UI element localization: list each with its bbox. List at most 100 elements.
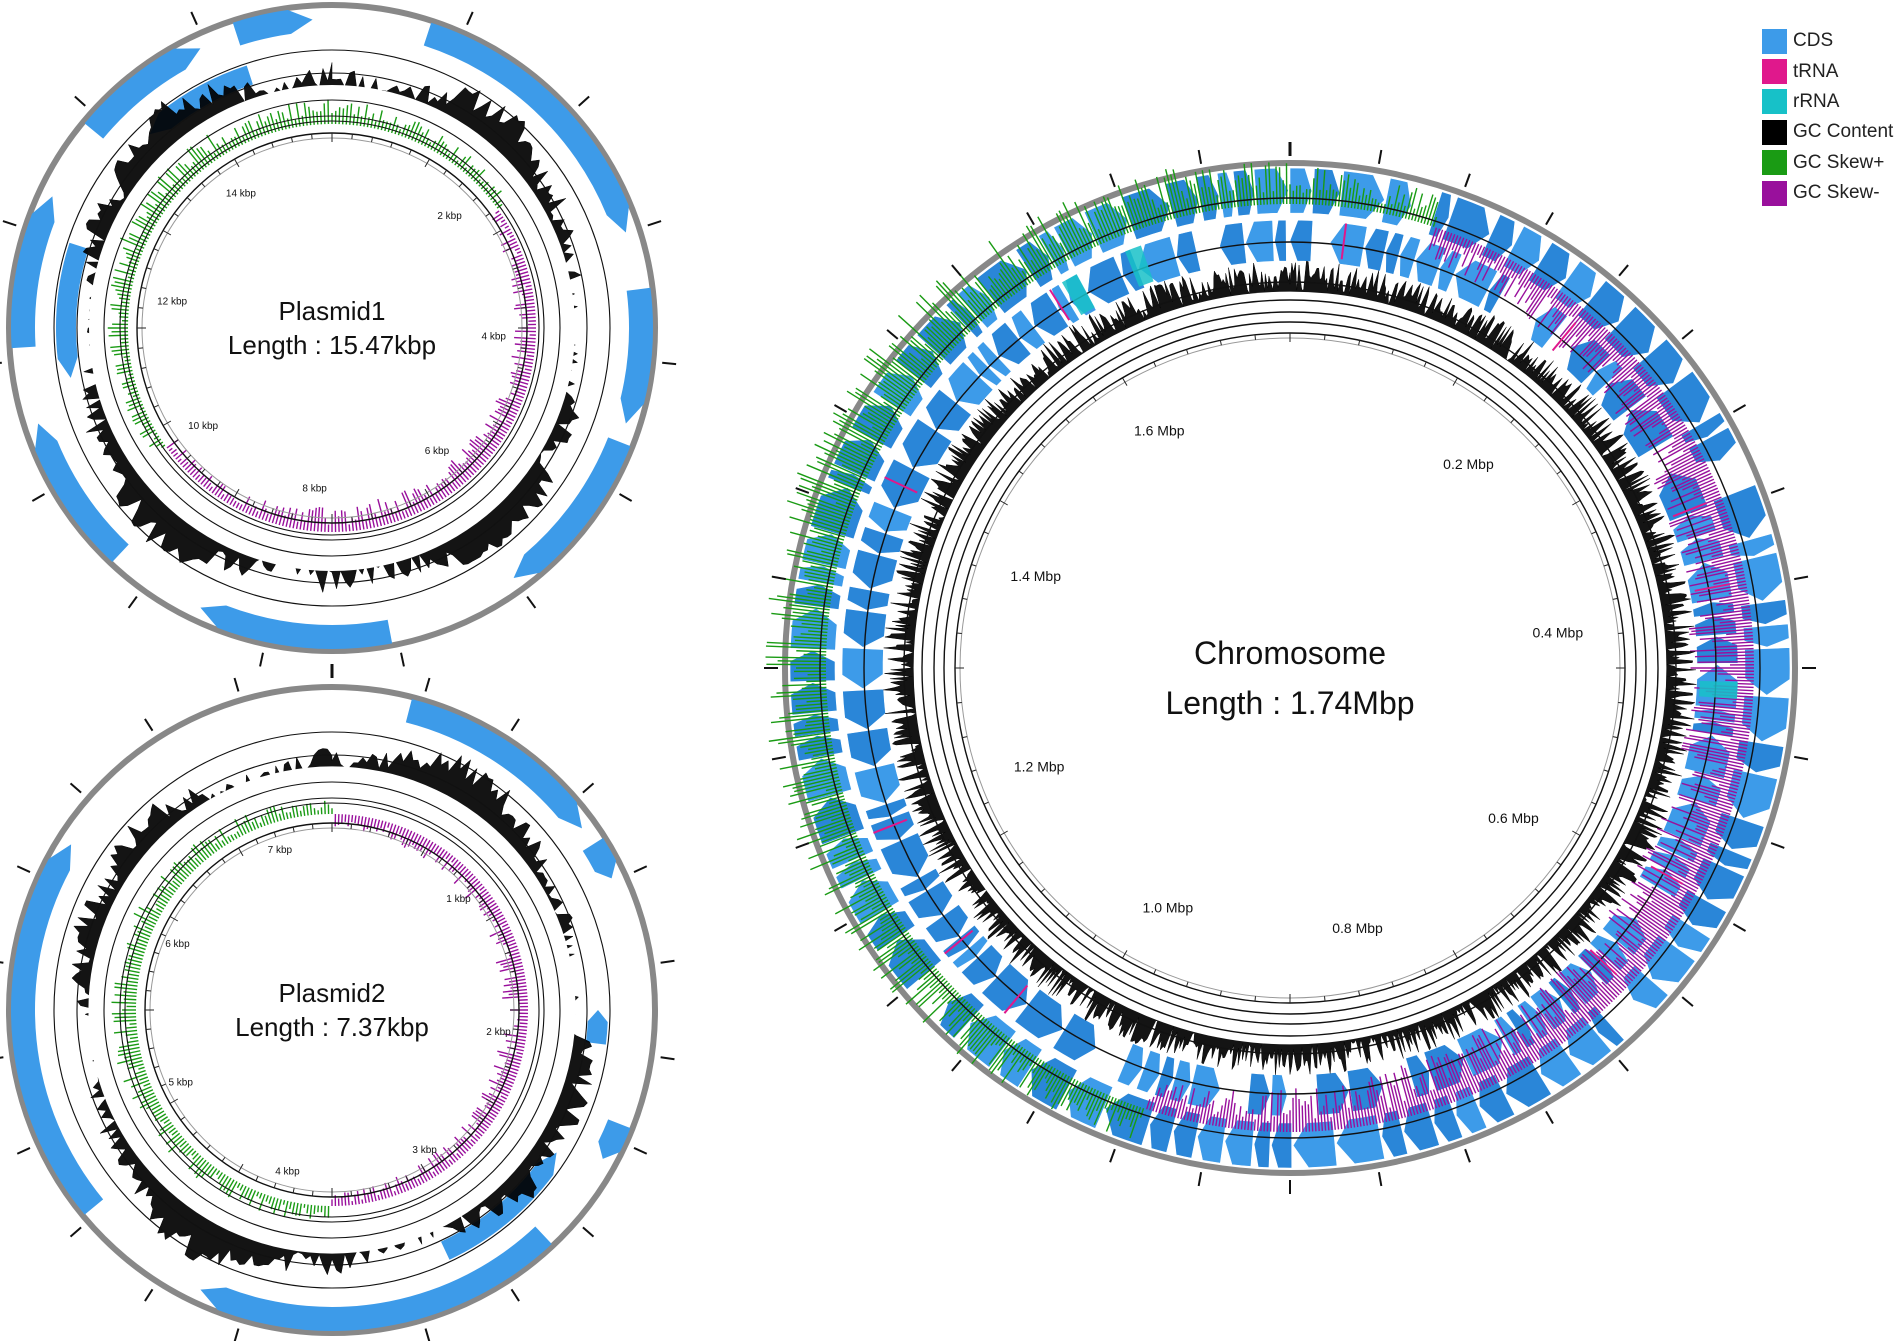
gc-skew-pos-bar xyxy=(257,114,267,136)
gc-skew-pos-bar xyxy=(168,886,176,893)
trna-feature xyxy=(1049,289,1071,321)
gc-skew-neg-bar xyxy=(492,914,504,922)
gc-skew-pos-bar xyxy=(152,893,169,904)
gc-skew-neg-bar xyxy=(1690,803,1730,819)
gc-skew-pos-bar xyxy=(189,146,207,168)
gc-skew-neg-bar xyxy=(1610,977,1625,991)
gc-skew-pos-bar xyxy=(139,407,145,411)
gc-skew-pos-bar xyxy=(309,803,313,816)
gc-skew-neg-bar xyxy=(1161,1090,1170,1115)
rrna-feature xyxy=(1699,680,1738,699)
gc-skew-neg-bar xyxy=(450,464,467,483)
gc-skew-pos-bar xyxy=(855,391,899,420)
gc-skew-neg-bar xyxy=(506,942,517,948)
outer-tick xyxy=(1732,923,1747,932)
gc-skew-pos-bar xyxy=(136,938,149,944)
gc-skew-pos-bar xyxy=(139,1076,149,1081)
gc-skew-pos-bar xyxy=(1414,193,1424,222)
gc-skew-neg-bar xyxy=(1211,1114,1216,1126)
gc-skew-neg-bar xyxy=(490,430,504,440)
gc-skew-neg-bar xyxy=(393,1190,397,1196)
coordinate-tick xyxy=(1323,996,1326,1002)
coordinate-tick xyxy=(311,1190,314,1197)
cds-feature xyxy=(1658,472,1709,522)
gc-skew-neg-bar xyxy=(203,475,213,487)
outer-tick xyxy=(951,264,962,277)
gc-skew-neg-bar xyxy=(1698,586,1748,597)
gc-skew-pos-bar xyxy=(291,1202,296,1215)
gc-skew-neg-bar xyxy=(1692,773,1739,788)
trna-feature xyxy=(1694,583,1731,592)
outer-tick xyxy=(1109,1148,1116,1163)
gc-skew-neg-bar xyxy=(1690,583,1747,596)
coordinate-tick xyxy=(160,1083,166,1087)
gc-skew-pos-bar xyxy=(1337,174,1343,207)
gc-skew-neg-bar xyxy=(1686,558,1742,573)
outer-tick xyxy=(662,361,677,366)
gc-skew-neg-bar xyxy=(516,1038,526,1042)
gc-skew-neg-bar xyxy=(508,241,518,247)
gc-skew-neg-bar xyxy=(1692,810,1728,825)
gc-skew-pos-bar xyxy=(128,269,137,273)
coordinate-tick xyxy=(438,1156,443,1162)
coordinate-tick xyxy=(387,1182,391,1189)
gc-skew-neg-bar xyxy=(1205,1104,1211,1125)
gc-skew-pos-bar xyxy=(179,1140,187,1148)
cds-feature xyxy=(1116,1043,1144,1087)
gc-skew-neg-bar xyxy=(1550,288,1559,299)
gc-skew-neg-bar xyxy=(1693,484,1717,496)
gc-skew-neg-bar xyxy=(492,424,508,434)
gc-skew-neg-bar xyxy=(1516,1031,1537,1062)
coordinate-tick xyxy=(1186,981,1189,987)
gc-skew-pos-bar xyxy=(492,199,497,203)
legend-swatch-gc-skew-neg xyxy=(1762,180,1787,206)
gc-skew-neg-bar xyxy=(1514,270,1531,298)
gc-skew-pos-bar xyxy=(168,1138,185,1153)
outer-tick xyxy=(833,404,848,413)
gc-skew-pos-bar xyxy=(858,885,881,898)
outer-tick xyxy=(619,493,633,502)
gc-skew-neg-bar xyxy=(1689,816,1726,831)
coordinate-tick xyxy=(443,169,448,175)
gc-skew-neg-bar xyxy=(485,423,506,437)
gc-skew-pos-bar xyxy=(956,1018,988,1055)
gc-skew-pos-bar xyxy=(268,1196,273,1204)
gc-skew-pos-bar xyxy=(863,879,878,888)
outer-tick xyxy=(74,95,86,107)
coordinate-tick xyxy=(173,212,179,217)
gc-skew-pos-bar xyxy=(1117,185,1136,232)
gc-skew-neg-bar xyxy=(1380,1095,1388,1123)
gc-skew-neg-bar xyxy=(1437,1056,1456,1103)
gc-skew-neg-bar xyxy=(434,493,441,502)
coordinate-tick xyxy=(458,182,463,188)
gc-skew-neg-bar xyxy=(254,511,259,518)
cds-feature xyxy=(851,548,898,590)
rna-features xyxy=(873,223,1738,1014)
gc-skew-neg-bar xyxy=(1465,1048,1486,1090)
gc-skew-pos-bar xyxy=(1045,1069,1059,1092)
gc-skew-neg-bar xyxy=(515,369,531,375)
gc-skew-neg-bar xyxy=(456,1148,464,1157)
gc-skew-pos-bar xyxy=(783,606,830,614)
gc-skew-neg-bar xyxy=(525,284,532,288)
outer-tick xyxy=(1770,842,1785,849)
map-length: Length : 1.74Mbp xyxy=(1165,685,1414,721)
gc-skew-neg-bar xyxy=(1413,1088,1422,1114)
gc-skew-pos-bar xyxy=(154,1110,165,1118)
gc-skew-neg-bar xyxy=(505,420,513,425)
gc-skew-pos-bar xyxy=(1065,215,1085,253)
coordinate-tick xyxy=(504,1065,511,1069)
gc-skew-pos-bar xyxy=(808,744,833,751)
gc-skew-pos-bar xyxy=(155,203,166,212)
outer-tick xyxy=(0,961,4,964)
gc-skew-neg-bar xyxy=(378,516,383,527)
gc-skew-pos-bar xyxy=(1076,1084,1088,1106)
gc-skew-neg-bar xyxy=(1307,1104,1311,1132)
gc-skew-pos-bar xyxy=(800,741,833,749)
tick-label: 3 kbp xyxy=(412,1145,437,1156)
gc-skew-pos-bar xyxy=(200,847,210,859)
cds-feature xyxy=(1135,1049,1161,1094)
coordinate-tick xyxy=(1534,888,1540,893)
map-length: Length : 15.47kbp xyxy=(228,330,436,360)
gc-skew-pos-bar xyxy=(1151,199,1160,224)
